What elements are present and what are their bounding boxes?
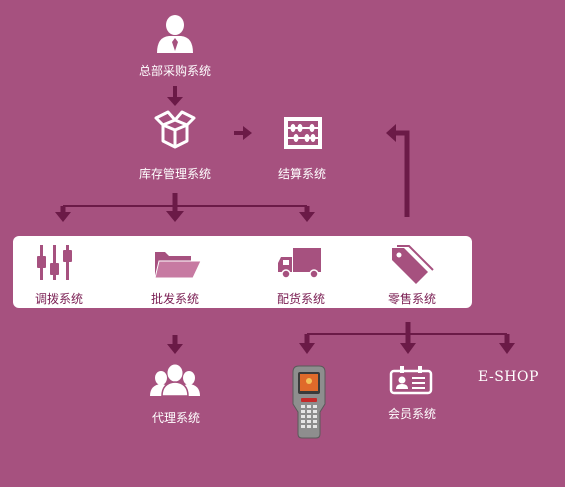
wholesale-label: 批发系统 bbox=[150, 292, 199, 306]
settlement-label: 结算系统 bbox=[277, 167, 326, 181]
folder-icon bbox=[154, 252, 202, 279]
arrow-wholesale-to-agent bbox=[167, 335, 183, 354]
arrow-retail-to-outlets bbox=[299, 322, 515, 354]
subsystem-panel: 调拨系统 批发系统 配货系统 零售系统 bbox=[13, 236, 472, 308]
member-card-icon bbox=[389, 366, 433, 395]
retail-label: 零售系统 bbox=[387, 292, 436, 306]
group-icon bbox=[150, 364, 200, 397]
inventory-label: 库存管理系统 bbox=[138, 167, 211, 181]
tag-icon bbox=[392, 245, 434, 284]
arrow-retail-to-settlement bbox=[386, 124, 410, 217]
handheld-terminal-icon bbox=[292, 365, 326, 439]
arrow-inventory-to-settlement bbox=[234, 126, 252, 140]
distribution-label: 配货系统 bbox=[276, 292, 325, 306]
member-label: 会员系统 bbox=[387, 407, 436, 421]
arrow-inventory-to-panel bbox=[55, 193, 315, 222]
panel-icons bbox=[37, 245, 434, 284]
transfer-label: 调拨系统 bbox=[34, 292, 83, 306]
agent-label: 代理系统 bbox=[151, 411, 200, 425]
eshop-label: E-SHOP bbox=[478, 369, 539, 385]
hq-purchase-label: 总部采购系统 bbox=[138, 64, 211, 78]
abacus-icon bbox=[284, 117, 322, 149]
open-box-icon bbox=[154, 110, 196, 149]
user-tie-icon bbox=[157, 15, 193, 53]
sliders-icon bbox=[37, 245, 72, 280]
truck-icon bbox=[278, 248, 321, 279]
arrow-hq-to-inventory bbox=[167, 86, 183, 106]
